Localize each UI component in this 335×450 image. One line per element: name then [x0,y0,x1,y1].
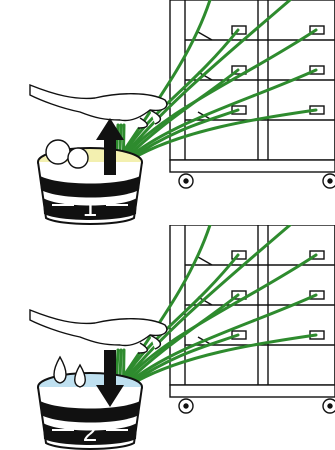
step-number: 1 [83,192,97,222]
step-2-illustration: 2 [0,225,335,450]
hand [30,85,167,128]
step-1-panel: 1 [0,0,335,225]
step-2-panel: 2 [0,225,335,450]
step-1-illustration: 1 [0,0,335,225]
rack-cabinet [170,0,335,188]
rack-cabinet [170,225,335,413]
step-number: 2 [83,417,97,447]
hand [30,310,167,353]
